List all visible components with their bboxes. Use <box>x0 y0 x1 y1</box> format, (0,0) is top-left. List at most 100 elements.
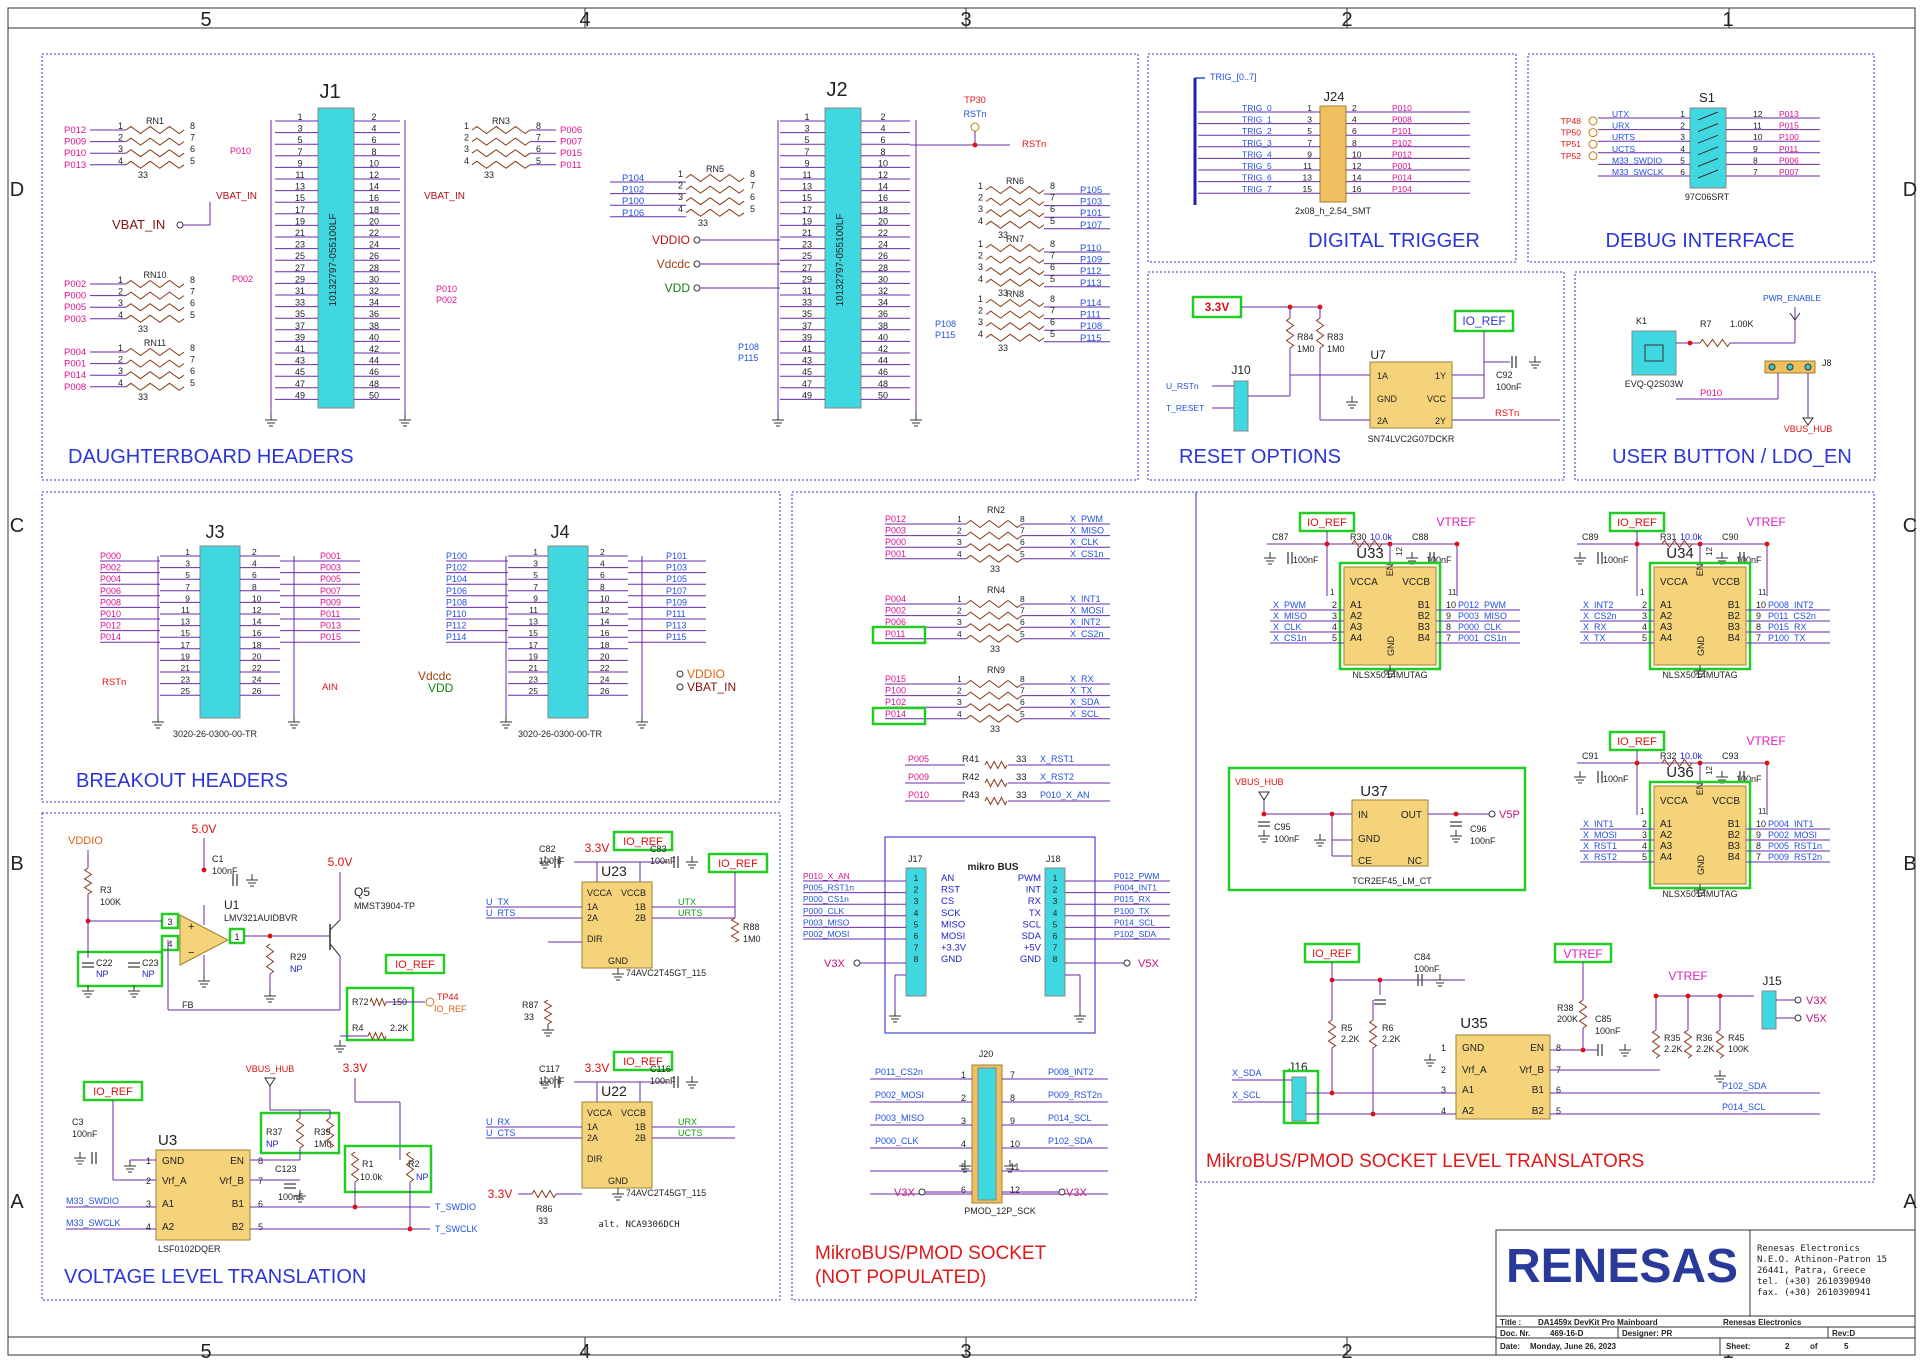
ground-symbol <box>772 414 784 427</box>
ic-body <box>1369 361 1453 429</box>
power-label: 3.3V <box>1205 300 1230 314</box>
pin-number: 3 <box>804 124 809 134</box>
company-address-line: N.E.O. Athinon-Patron 15 <box>1757 1255 1887 1265</box>
resistor <box>325 1117 335 1149</box>
value: 10.0k <box>1680 751 1703 761</box>
pin-number: 9 <box>804 158 809 168</box>
pin-number: 37 <box>295 321 305 331</box>
wire <box>329 943 341 957</box>
value: 100nF <box>1426 555 1452 565</box>
pin-number: 1 <box>297 112 302 122</box>
pin-number: 3 <box>957 617 962 627</box>
pin-name: B2 <box>232 1222 245 1233</box>
section-title: USER BUTTON / LDO_EN <box>1612 446 1852 468</box>
power-label: 3.3V <box>488 1187 513 1201</box>
pin-number: 25 <box>295 251 305 261</box>
net-label: P115 <box>1080 333 1101 344</box>
pin-name: 2B <box>635 1133 646 1143</box>
junction-dot <box>1634 541 1640 547</box>
pin-number: 47 <box>295 379 305 389</box>
resistor <box>985 255 1045 264</box>
value: 2.2K <box>390 1023 409 1033</box>
net-label: TRIG_4 <box>1242 149 1272 159</box>
resistor <box>1351 539 1383 549</box>
pin-number: 20 <box>369 216 379 226</box>
net-label: X_INT1 <box>1583 819 1614 829</box>
switch-body <box>1689 107 1727 189</box>
pin-number: 5 <box>1053 919 1058 929</box>
net-label: X_RX <box>1070 674 1094 684</box>
net-arrow <box>1258 791 1270 801</box>
pin-number: 7 <box>1053 943 1058 953</box>
pin-number: 2 <box>464 133 469 143</box>
net-label: P002_MOSI <box>803 929 849 939</box>
connector-body <box>824 107 862 409</box>
pin-number: 2 <box>957 606 962 616</box>
revision: Rev:D <box>1832 1329 1855 1338</box>
capacitor <box>673 1076 679 1088</box>
ic-body <box>581 881 653 969</box>
net-label: X_CLK <box>1273 622 1302 632</box>
connector-ref: J3 <box>205 522 224 542</box>
net-label: RSTn <box>963 109 986 119</box>
pin-name: NC <box>1408 856 1422 867</box>
pin-name: 1B <box>635 1122 646 1132</box>
pin-number: 2 <box>1332 600 1337 610</box>
pin-number: 6 <box>1352 126 1357 136</box>
junction-dot <box>201 867 207 873</box>
pin-number: 7 <box>1050 251 1055 261</box>
value: 100nF <box>1603 774 1629 784</box>
net-label: P106 <box>622 208 644 219</box>
ref: J20 <box>979 1049 994 1059</box>
net-label: P015 <box>560 148 582 159</box>
pin-number: 13 <box>1303 173 1313 183</box>
jumper-pin <box>1786 363 1794 371</box>
pin-name: A2 <box>162 1222 175 1233</box>
pin-number: 5 <box>185 570 190 580</box>
net-label: P003_MISO <box>875 1113 924 1123</box>
pin-number: 7 <box>1050 306 1055 316</box>
port-label: VDDIO <box>652 233 690 247</box>
ref: R6 <box>1382 1023 1394 1033</box>
ref: C117 <box>539 1064 560 1074</box>
pin-number: 41 <box>802 344 812 354</box>
pin-number: 34 <box>878 298 888 308</box>
pin-number: 13 <box>529 617 539 627</box>
net-label: P009_RST2n <box>1768 852 1822 862</box>
pin-number: 1 <box>1053 873 1058 883</box>
pin-number: 4 <box>252 559 257 569</box>
pin-number: 16 <box>1352 184 1362 194</box>
part-number: PMOD_12P_SCK <box>964 1206 1036 1216</box>
net-label: P001 <box>885 549 906 559</box>
pin-number: 4 <box>1642 622 1647 632</box>
value: 33 <box>538 1216 548 1226</box>
pin-number: 8 <box>1020 674 1025 684</box>
sheet-label: Sheet: <box>1726 1342 1750 1351</box>
pin-name: A2 <box>1350 611 1363 622</box>
ref: C22 <box>96 958 113 968</box>
net-label: P012 <box>885 514 906 524</box>
ref: R2 <box>408 1159 420 1169</box>
net-label: P000 <box>885 537 906 547</box>
power-label: IO_REF <box>1617 517 1657 529</box>
net-label: P011 <box>560 160 581 171</box>
net-label: X_SDA <box>1232 1068 1262 1078</box>
section-border <box>1147 271 1565 481</box>
net-label: T_RESET <box>1166 403 1204 413</box>
part-number: NLSX5014MUTAG <box>1662 670 1737 680</box>
ground-symbol <box>686 856 698 869</box>
net-label: P010 <box>230 146 251 156</box>
pin-number: 8 <box>252 582 257 592</box>
pin-number: 7 <box>1756 633 1761 643</box>
wire <box>329 919 341 931</box>
row-letter: A <box>1903 1191 1917 1213</box>
pin-number: 8 <box>1010 1093 1015 1103</box>
pin-number: 1 <box>957 674 962 684</box>
connector-body <box>1044 867 1066 997</box>
pin-number: 4 <box>914 908 919 918</box>
pin-number: 9 <box>1010 1116 1015 1126</box>
value: 1M0 <box>1327 344 1345 354</box>
column-number: 5 <box>200 1341 211 1363</box>
pin-number: 4 <box>961 1139 966 1149</box>
pin-number: 16 <box>878 193 888 203</box>
